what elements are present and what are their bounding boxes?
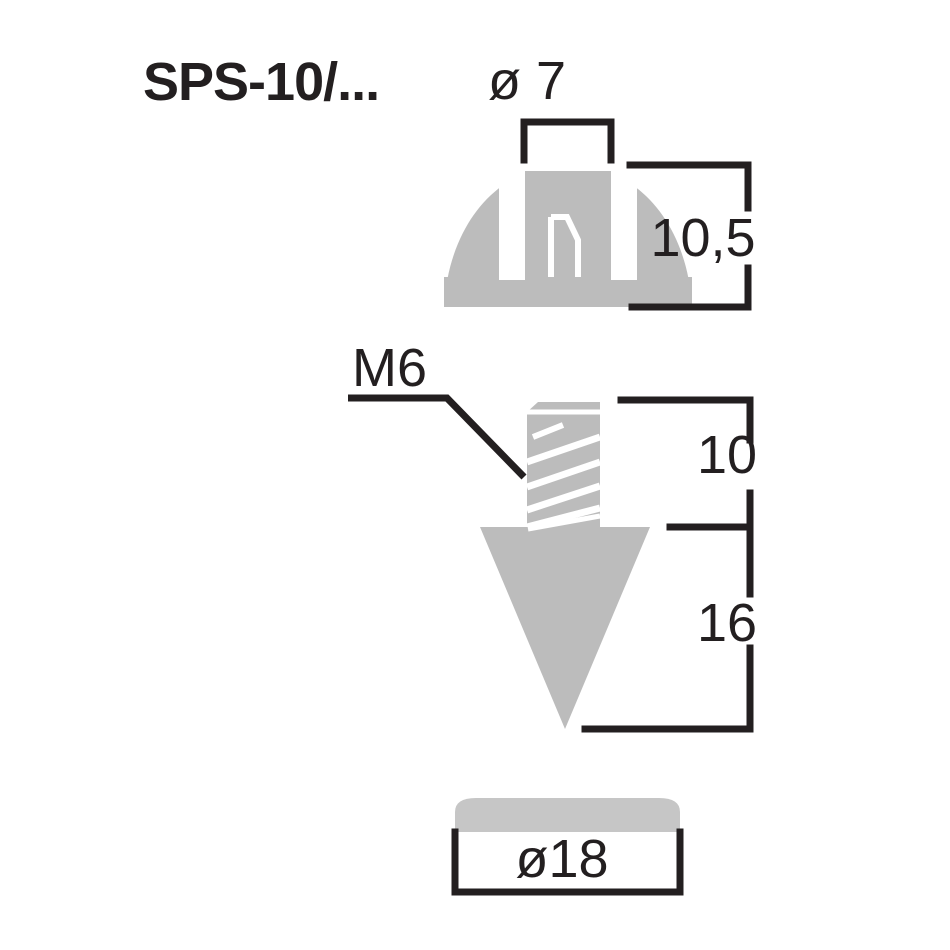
leader-line-m6 bbox=[348, 394, 527, 480]
page-title: SPS-10/... bbox=[143, 52, 379, 112]
dim-bracket-len10 bbox=[617, 396, 754, 444]
dim-bracket-dia18 bbox=[451, 828, 684, 896]
spike-cone bbox=[480, 527, 650, 729]
dim-label-h105: 10,5 bbox=[650, 208, 755, 268]
cup-washer-view bbox=[444, 118, 752, 311]
cup-washer-base-plate bbox=[444, 277, 692, 307]
spike-cone-view bbox=[348, 394, 754, 733]
cup-washer-gap-left bbox=[499, 186, 525, 280]
spike-thread-lines bbox=[525, 422, 602, 531]
cup-washer-gap-right bbox=[611, 186, 637, 280]
base-pad-body bbox=[455, 798, 680, 832]
dim-bracket-h105-lower bbox=[628, 264, 752, 311]
dim-bracket-len16-lower bbox=[581, 644, 754, 733]
dim-bracket-h105 bbox=[626, 161, 752, 212]
cup-washer-body bbox=[444, 186, 502, 307]
dim-label-dia18: ø18 bbox=[515, 829, 608, 889]
spike-cone-shank-gap bbox=[527, 513, 601, 532]
dim-label-len10: 10 bbox=[697, 425, 757, 485]
cup-washer-body-right bbox=[634, 186, 692, 307]
dim-bracket-dia7 bbox=[520, 118, 615, 164]
dim-label-len16: 16 bbox=[697, 593, 757, 653]
dim-bracket-len10-lower bbox=[666, 489, 754, 531]
dim-label-dia7: ø 7 bbox=[488, 51, 566, 111]
base-pad-view bbox=[451, 798, 684, 896]
cup-washer-slot-detail-angled bbox=[551, 214, 581, 277]
dim-label-m6: M6 bbox=[352, 338, 427, 398]
